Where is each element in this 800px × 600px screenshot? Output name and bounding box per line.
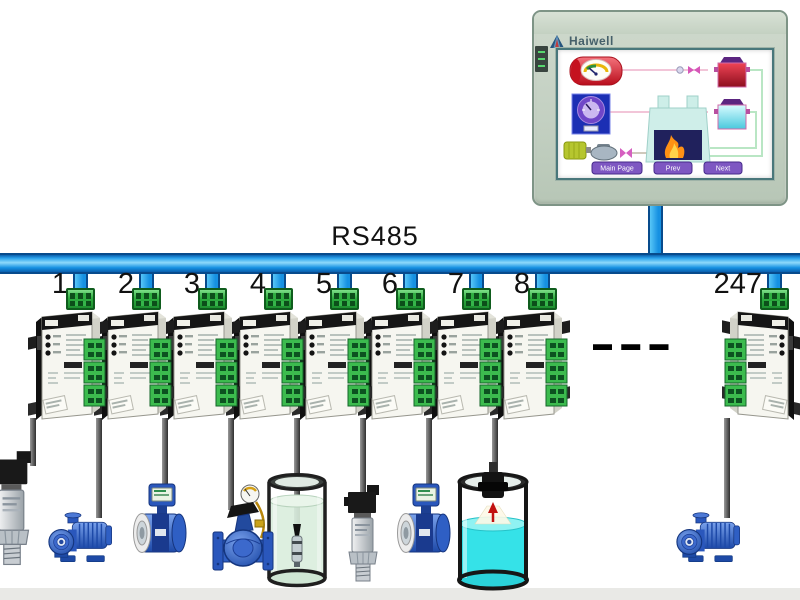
haiwell-logo-icon: [550, 34, 564, 48]
bus-drop-cable: [73, 274, 88, 291]
bus-node: 6: [350, 268, 450, 598]
bus-node: 5: [284, 268, 384, 598]
bus-label: RS485: [331, 221, 419, 251]
module-address: 4: [249, 268, 266, 300]
hmi-logo: Haiwell: [550, 34, 614, 48]
hmi-button-prev[interactable]: Prev: [653, 161, 693, 175]
bus-connector: [462, 288, 491, 310]
hmi-screen: Main Page Prev Next: [556, 48, 774, 180]
bus-connector: [198, 288, 227, 310]
bus-node: 8: [482, 268, 582, 598]
hmi-button-next[interactable]: Next: [703, 161, 743, 175]
sensor-cable: [96, 418, 102, 518]
screen-motor-pump: [563, 141, 632, 161]
hmi-bezel-top: [534, 12, 786, 34]
io-module: [28, 306, 108, 424]
hmi-bus-cable: [648, 204, 663, 255]
bus-connector: [66, 288, 95, 310]
bus-node: 2: [86, 268, 186, 598]
module-address: 7: [447, 268, 464, 300]
bus-drop-cable: [205, 274, 220, 291]
svg-text:Next: Next: [716, 166, 730, 173]
bus-node: 3: [152, 268, 252, 598]
hmi-button-main-page[interactable]: Main Page: [591, 161, 643, 175]
hmi-brand-text: Haiwell: [569, 34, 614, 48]
io-module: [722, 306, 800, 424]
device-pump: [674, 512, 744, 566]
module-address: 1: [51, 268, 68, 300]
hmi-status-leds: [535, 46, 548, 72]
sensor-cable: [30, 418, 36, 466]
svg-text:Main Page: Main Page: [600, 166, 634, 173]
screen-furnace: [645, 95, 711, 163]
module-address: 3: [183, 268, 200, 300]
bus-drop-cable: [337, 274, 352, 291]
module-address: 8: [513, 268, 530, 300]
continuation-dashes: ▬ ▬ ▬: [593, 334, 671, 355]
sensor-cable: [426, 418, 432, 486]
bus-connector: [396, 288, 425, 310]
bus-node: 4: [218, 268, 318, 598]
bus-node: 7: [416, 268, 516, 598]
sensor-cable: [724, 418, 730, 518]
bus-connector: [528, 288, 557, 310]
bus-node: 247: [714, 268, 800, 598]
screen-panel-meter: [571, 93, 611, 135]
bus-drop-cable: [139, 274, 154, 291]
screen-pipes-green: [632, 69, 763, 157]
bus-drop-cable: [271, 274, 286, 291]
sensor-cable: [228, 418, 234, 510]
bus-connector: [264, 288, 293, 310]
hmi-panel: Haiwell: [532, 10, 788, 206]
hmi-scada-scene: Main Page Prev Next: [563, 56, 763, 175]
svg-text:Prev: Prev: [666, 166, 681, 173]
sensor-cable: [492, 418, 498, 474]
bus-drop-cable: [403, 274, 418, 291]
module-address: 2: [117, 268, 134, 300]
module-address: 247: [713, 268, 762, 300]
screen-tank-red: [714, 57, 750, 88]
sensor-cable: [162, 418, 168, 486]
bus-node: 1: [20, 268, 120, 598]
bus-connector: [132, 288, 161, 310]
sensor-cable: [294, 418, 300, 526]
rs485-bus: [0, 253, 800, 274]
bus-connector: [760, 288, 789, 310]
bus-drop-cable: [469, 274, 484, 291]
module-address: 6: [381, 268, 398, 300]
device-pressure-transmitter: [0, 450, 38, 568]
screen-tank-cyan: [714, 99, 750, 130]
sensor-cable: [360, 418, 366, 492]
bus-drop-cable: [767, 274, 782, 291]
screen-storage-tank: [569, 56, 623, 86]
bus-drop-cable: [535, 274, 550, 291]
floor-strip: [0, 588, 800, 600]
bus-connector: [330, 288, 359, 310]
module-address: 5: [315, 268, 332, 300]
